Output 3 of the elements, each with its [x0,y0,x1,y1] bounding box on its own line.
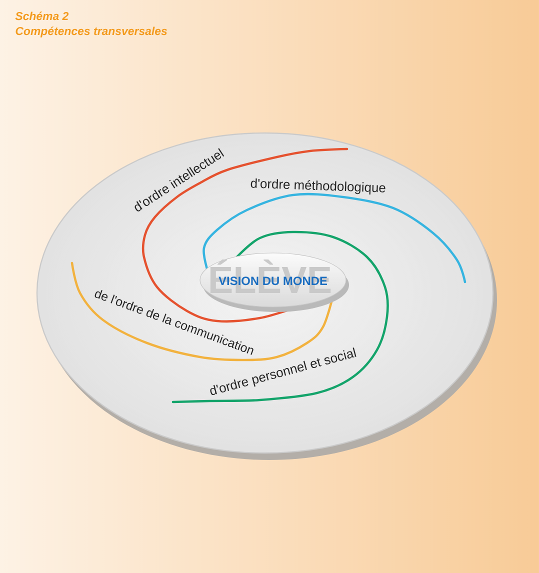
figure-number: Schéma 2 [15,12,69,20]
arm-label: d'ordre méthodologique [250,178,386,195]
title: Compétences transversales [16,26,167,38]
